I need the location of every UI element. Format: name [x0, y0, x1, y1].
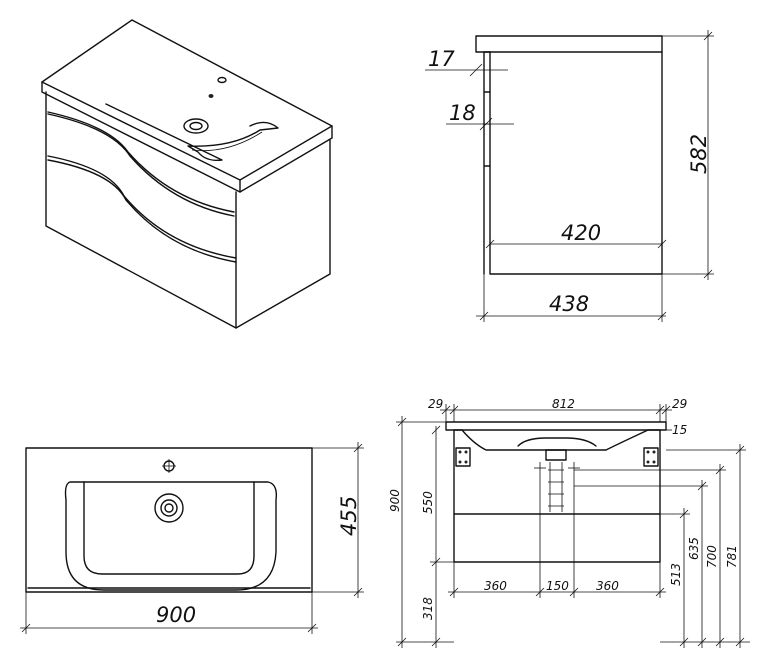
top-drain	[154, 493, 184, 523]
side-view: 17 18 420 438 582	[425, 30, 714, 322]
front-siphon	[545, 449, 567, 461]
dim-900-width: 900	[156, 603, 196, 627]
iso-tap-hole	[217, 76, 227, 84]
dim-420: 420	[561, 221, 601, 245]
dim-781: 781	[725, 545, 739, 568]
dim-635: 635	[687, 537, 701, 560]
dim-438: 438	[549, 292, 589, 316]
side-cabinet	[489, 51, 663, 275]
dim-550: 550	[421, 491, 435, 514]
dim-360-right: 360	[596, 579, 619, 593]
front-cabinet	[453, 429, 661, 563]
top-bowl	[64, 481, 278, 591]
front-basin	[445, 421, 667, 451]
dim-15: 15	[672, 423, 687, 437]
dim-360-left: 360	[484, 579, 507, 593]
dim-582: 582	[687, 134, 711, 174]
dim-29-left: 29	[428, 397, 443, 411]
front-mount-left	[455, 447, 471, 467]
dim-318: 318	[421, 597, 435, 620]
iso-basin-top	[41, 19, 333, 193]
dim-17: 17	[428, 47, 455, 71]
front-mount-right	[643, 447, 659, 467]
side-drawer-fronts	[483, 51, 491, 275]
iso-drain	[183, 118, 209, 134]
dim-812: 812	[552, 397, 575, 411]
dim-29-right: 29	[672, 397, 687, 411]
dim-700: 700	[705, 545, 719, 568]
dim-900-height: 900	[388, 489, 402, 512]
iso-bowl	[105, 103, 279, 162]
top-outline	[25, 447, 313, 593]
top-view: 455 900	[20, 442, 364, 634]
dim-150: 150	[546, 579, 569, 593]
iso-cabinet	[45, 91, 331, 329]
isometric-view	[41, 19, 333, 329]
dim-513: 513	[669, 563, 683, 586]
iso-drawer-1	[47, 111, 235, 213]
dim-455: 455	[337, 496, 361, 536]
front-view: 29 812 29 15 900 550 318 360 150 360	[388, 397, 750, 648]
side-slab	[475, 35, 663, 53]
dim-18: 18	[449, 101, 476, 125]
